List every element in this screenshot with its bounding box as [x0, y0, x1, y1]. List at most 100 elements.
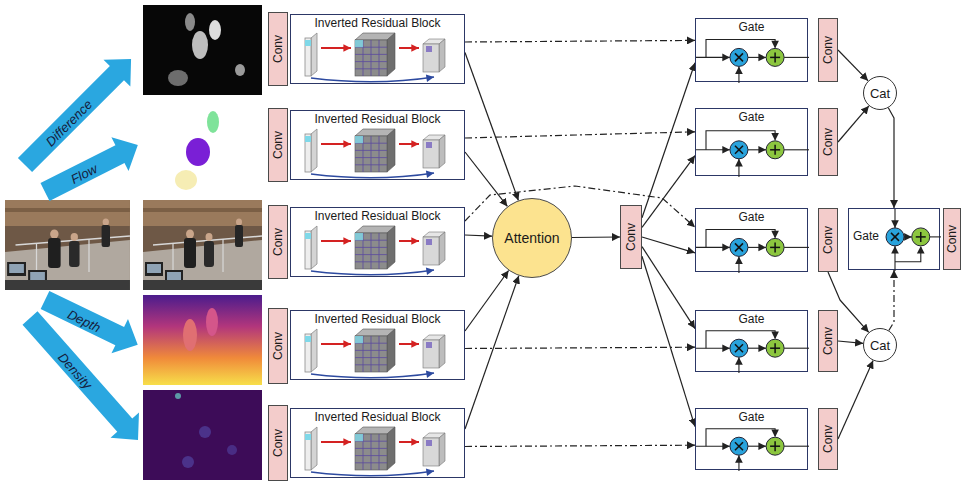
flow-blob	[175, 170, 197, 190]
grid-line	[355, 164, 387, 165]
grid-line	[355, 61, 387, 62]
arrow-head	[343, 340, 351, 348]
grid-line	[355, 247, 387, 248]
tensor-cube	[355, 136, 387, 172]
depth-map	[143, 295, 262, 385]
box-label: Conv	[945, 225, 959, 253]
conv-box: Conv	[268, 12, 288, 86]
arrow-head	[735, 455, 743, 463]
grid-line	[355, 54, 387, 55]
multiply-node	[730, 48, 748, 66]
arrow-head	[735, 66, 743, 74]
flow-line	[784, 247, 809, 248]
grid-line	[379, 136, 380, 172]
skip-arrow	[311, 77, 434, 82]
conv-box: Conv	[268, 308, 288, 384]
box-label: Conv	[271, 35, 285, 63]
tensor-slab	[305, 38, 311, 76]
arrow-head	[722, 344, 730, 352]
residual-block: Inverted Residual Block	[290, 14, 465, 84]
box-label: Inverted Residual Block	[314, 112, 440, 126]
connector	[642, 156, 695, 228]
conv-box: Conv	[818, 408, 838, 470]
residual-block: Inverted Residual Block	[290, 207, 465, 277]
box-label: Gate	[738, 210, 764, 224]
branch-arrow	[16, 305, 152, 452]
box-label: Inverted Residual Block	[314, 16, 440, 30]
add-node	[912, 228, 930, 246]
arrow-head	[722, 244, 730, 252]
box-label: Gate	[853, 229, 879, 243]
tensor-small	[439, 135, 445, 168]
multiply-mark	[735, 146, 743, 154]
flow-line	[784, 348, 809, 349]
arrow-head	[426, 468, 434, 476]
residual-block: Inverted Residual Block	[290, 110, 465, 180]
arrow-head	[722, 146, 730, 154]
tensor-cube	[355, 336, 387, 372]
arrow-head	[891, 246, 899, 254]
residual-block: Inverted Residual Block	[290, 408, 465, 478]
arrow-head	[917, 246, 925, 254]
gate-box: Gate	[848, 208, 940, 270]
multiply-node	[730, 141, 748, 159]
box-label: Conv	[821, 327, 835, 355]
tensor-cube	[355, 233, 387, 269]
tensor-cell	[426, 46, 432, 52]
grid-line	[355, 150, 387, 151]
skip-arrow	[311, 270, 434, 275]
gate-box: Gate	[695, 108, 808, 176]
arrow-head	[411, 237, 419, 245]
box-label: Cat	[870, 86, 890, 101]
grid-line	[355, 364, 387, 365]
skip-arrow	[311, 373, 434, 378]
add-mark	[774, 52, 776, 62]
tensor-small	[423, 140, 439, 168]
arrow-head	[758, 244, 766, 252]
rgb-frame	[143, 200, 262, 290]
flow-line	[784, 149, 809, 150]
connector	[642, 256, 695, 426]
conv-box: Conv	[818, 108, 838, 176]
add-node	[766, 437, 784, 455]
density-map	[143, 390, 262, 480]
flow-blob	[207, 111, 219, 133]
tensor-cube	[387, 129, 395, 172]
grid-line	[355, 68, 387, 69]
connector	[838, 106, 869, 142]
concat-circle: Cat	[863, 76, 897, 110]
arrow-head	[891, 220, 899, 228]
density-blob	[199, 426, 211, 438]
box-label: Inverted Residual Block	[314, 209, 440, 223]
conv-box: Conv	[818, 208, 838, 272]
box-label: Conv	[271, 332, 285, 360]
box-label: Conv	[821, 36, 835, 64]
box-label: Inverted Residual Block	[314, 312, 440, 326]
grid-line	[355, 455, 387, 456]
grid-line	[355, 350, 387, 351]
multiply-mark	[735, 146, 743, 154]
arrow-head	[722, 54, 730, 62]
tensor-cube	[387, 33, 395, 76]
tensor-small	[439, 232, 445, 265]
box-label: Gate	[738, 20, 764, 34]
difference-blob	[192, 31, 208, 59]
grid-line	[379, 434, 380, 470]
tensor-cell	[426, 239, 432, 245]
arrow-head	[343, 44, 351, 52]
connector	[838, 341, 863, 343]
branch-arrow	[16, 305, 152, 452]
concat-circle: Cat	[863, 328, 897, 362]
tensor-cell	[305, 233, 311, 239]
grid-line	[355, 448, 387, 449]
grid-line	[379, 233, 380, 269]
grid-line	[355, 462, 387, 463]
difference-blob	[209, 20, 221, 40]
density-blob	[175, 393, 181, 399]
grid-line	[379, 40, 380, 76]
tensor-small	[439, 335, 445, 368]
tensor-slab	[305, 334, 311, 372]
tensor-cell	[305, 40, 311, 46]
density-blob	[182, 456, 194, 468]
